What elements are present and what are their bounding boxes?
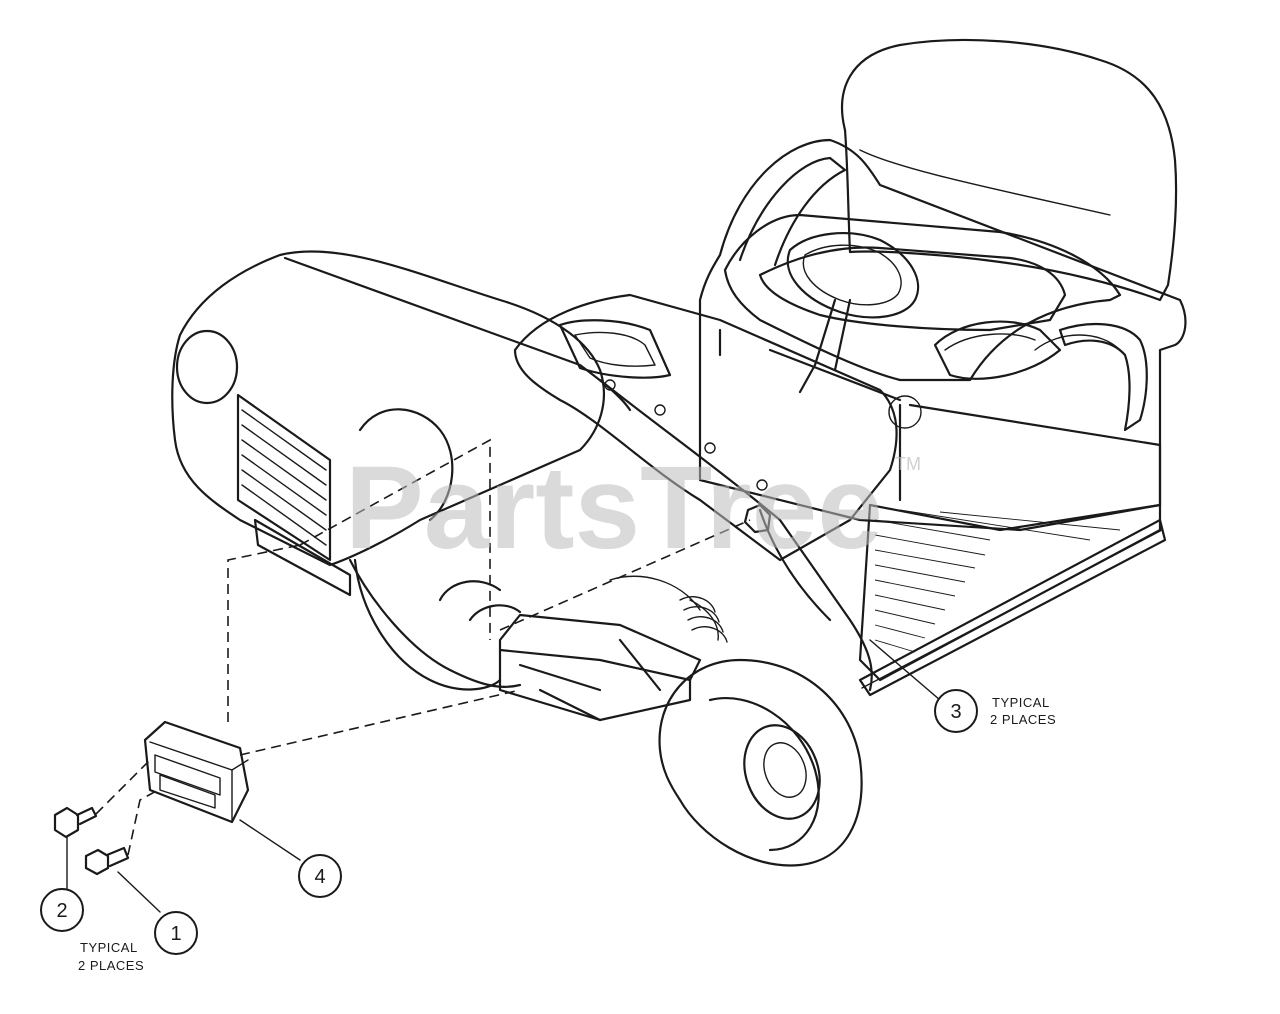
coil-spring bbox=[679, 596, 728, 643]
watermark-logo-text: PartsTree bbox=[345, 442, 883, 574]
callout-3-label: 3 bbox=[950, 701, 961, 723]
part-1-screw bbox=[84, 846, 130, 876]
callout-1-note-line1: TYPICAL bbox=[80, 940, 138, 955]
callout-2: 2 bbox=[40, 888, 84, 932]
callout-4: 4 bbox=[298, 854, 342, 898]
rear-wheel-illustration bbox=[353, 558, 502, 691]
grille-slats bbox=[241, 409, 327, 546]
callout-3-note-line2: 2 PLACES bbox=[990, 712, 1056, 727]
callout-4-label: 4 bbox=[314, 866, 325, 888]
watermark-trademark: TM bbox=[895, 454, 921, 474]
assembly-lines bbox=[95, 438, 751, 856]
dash-illustration bbox=[513, 293, 902, 692]
callout-1-label: 1 bbox=[170, 923, 181, 945]
rear-body-illustration bbox=[698, 138, 1187, 697]
leader-lines bbox=[66, 639, 941, 913]
floorboard-hatching bbox=[874, 509, 1121, 653]
part-2-bolt bbox=[53, 806, 98, 839]
callout-3: 3 bbox=[934, 689, 978, 733]
front-wheel-illustration bbox=[658, 658, 863, 867]
part-4-bumper-block bbox=[143, 720, 250, 824]
seat-back-illustration bbox=[841, 38, 1178, 302]
callout-1-note-line2: 2 PLACES bbox=[78, 958, 144, 973]
callout-1: 1 bbox=[154, 911, 198, 955]
chassis-illustration bbox=[438, 575, 728, 722]
callout-2-label: 2 bbox=[56, 900, 67, 922]
callout-3-note-line1: TYPICAL bbox=[992, 695, 1050, 710]
